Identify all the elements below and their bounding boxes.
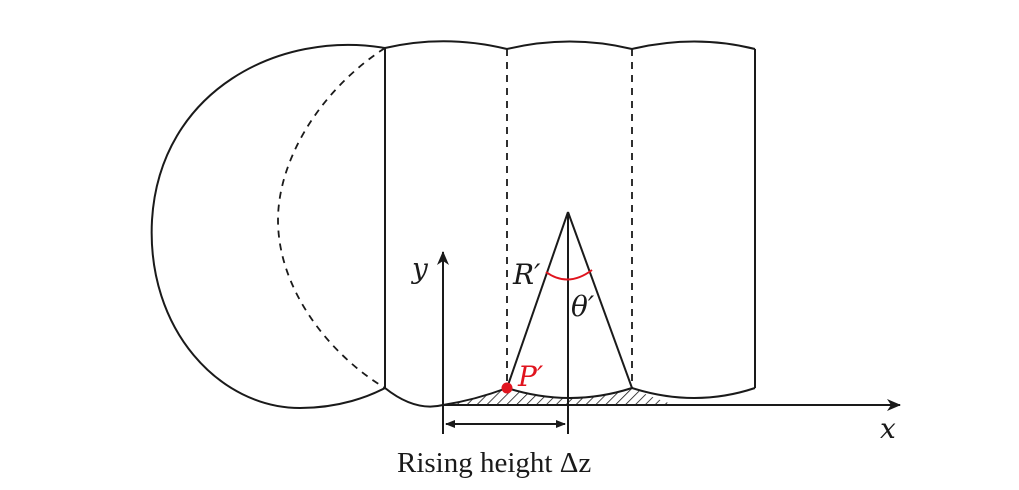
top-scallops bbox=[384, 40, 756, 51]
axis-y-label: y bbox=[410, 252, 429, 285]
bottom-scallops bbox=[384, 386, 756, 408]
radius-line-left bbox=[506, 211, 569, 389]
angle-label: θ′ bbox=[571, 290, 595, 323]
left-cap-arc bbox=[150, 43, 386, 410]
point-p-marker bbox=[501, 382, 513, 394]
radius-line-right bbox=[567, 211, 633, 389]
radius-label: R′ bbox=[512, 258, 541, 291]
angle-arc bbox=[545, 269, 593, 281]
axis-x-label: x bbox=[880, 412, 896, 445]
left-cap-hidden-arc bbox=[277, 47, 386, 389]
rising-height-caption: Rising height Δz bbox=[397, 447, 591, 479]
point-label: P′ bbox=[517, 360, 544, 393]
